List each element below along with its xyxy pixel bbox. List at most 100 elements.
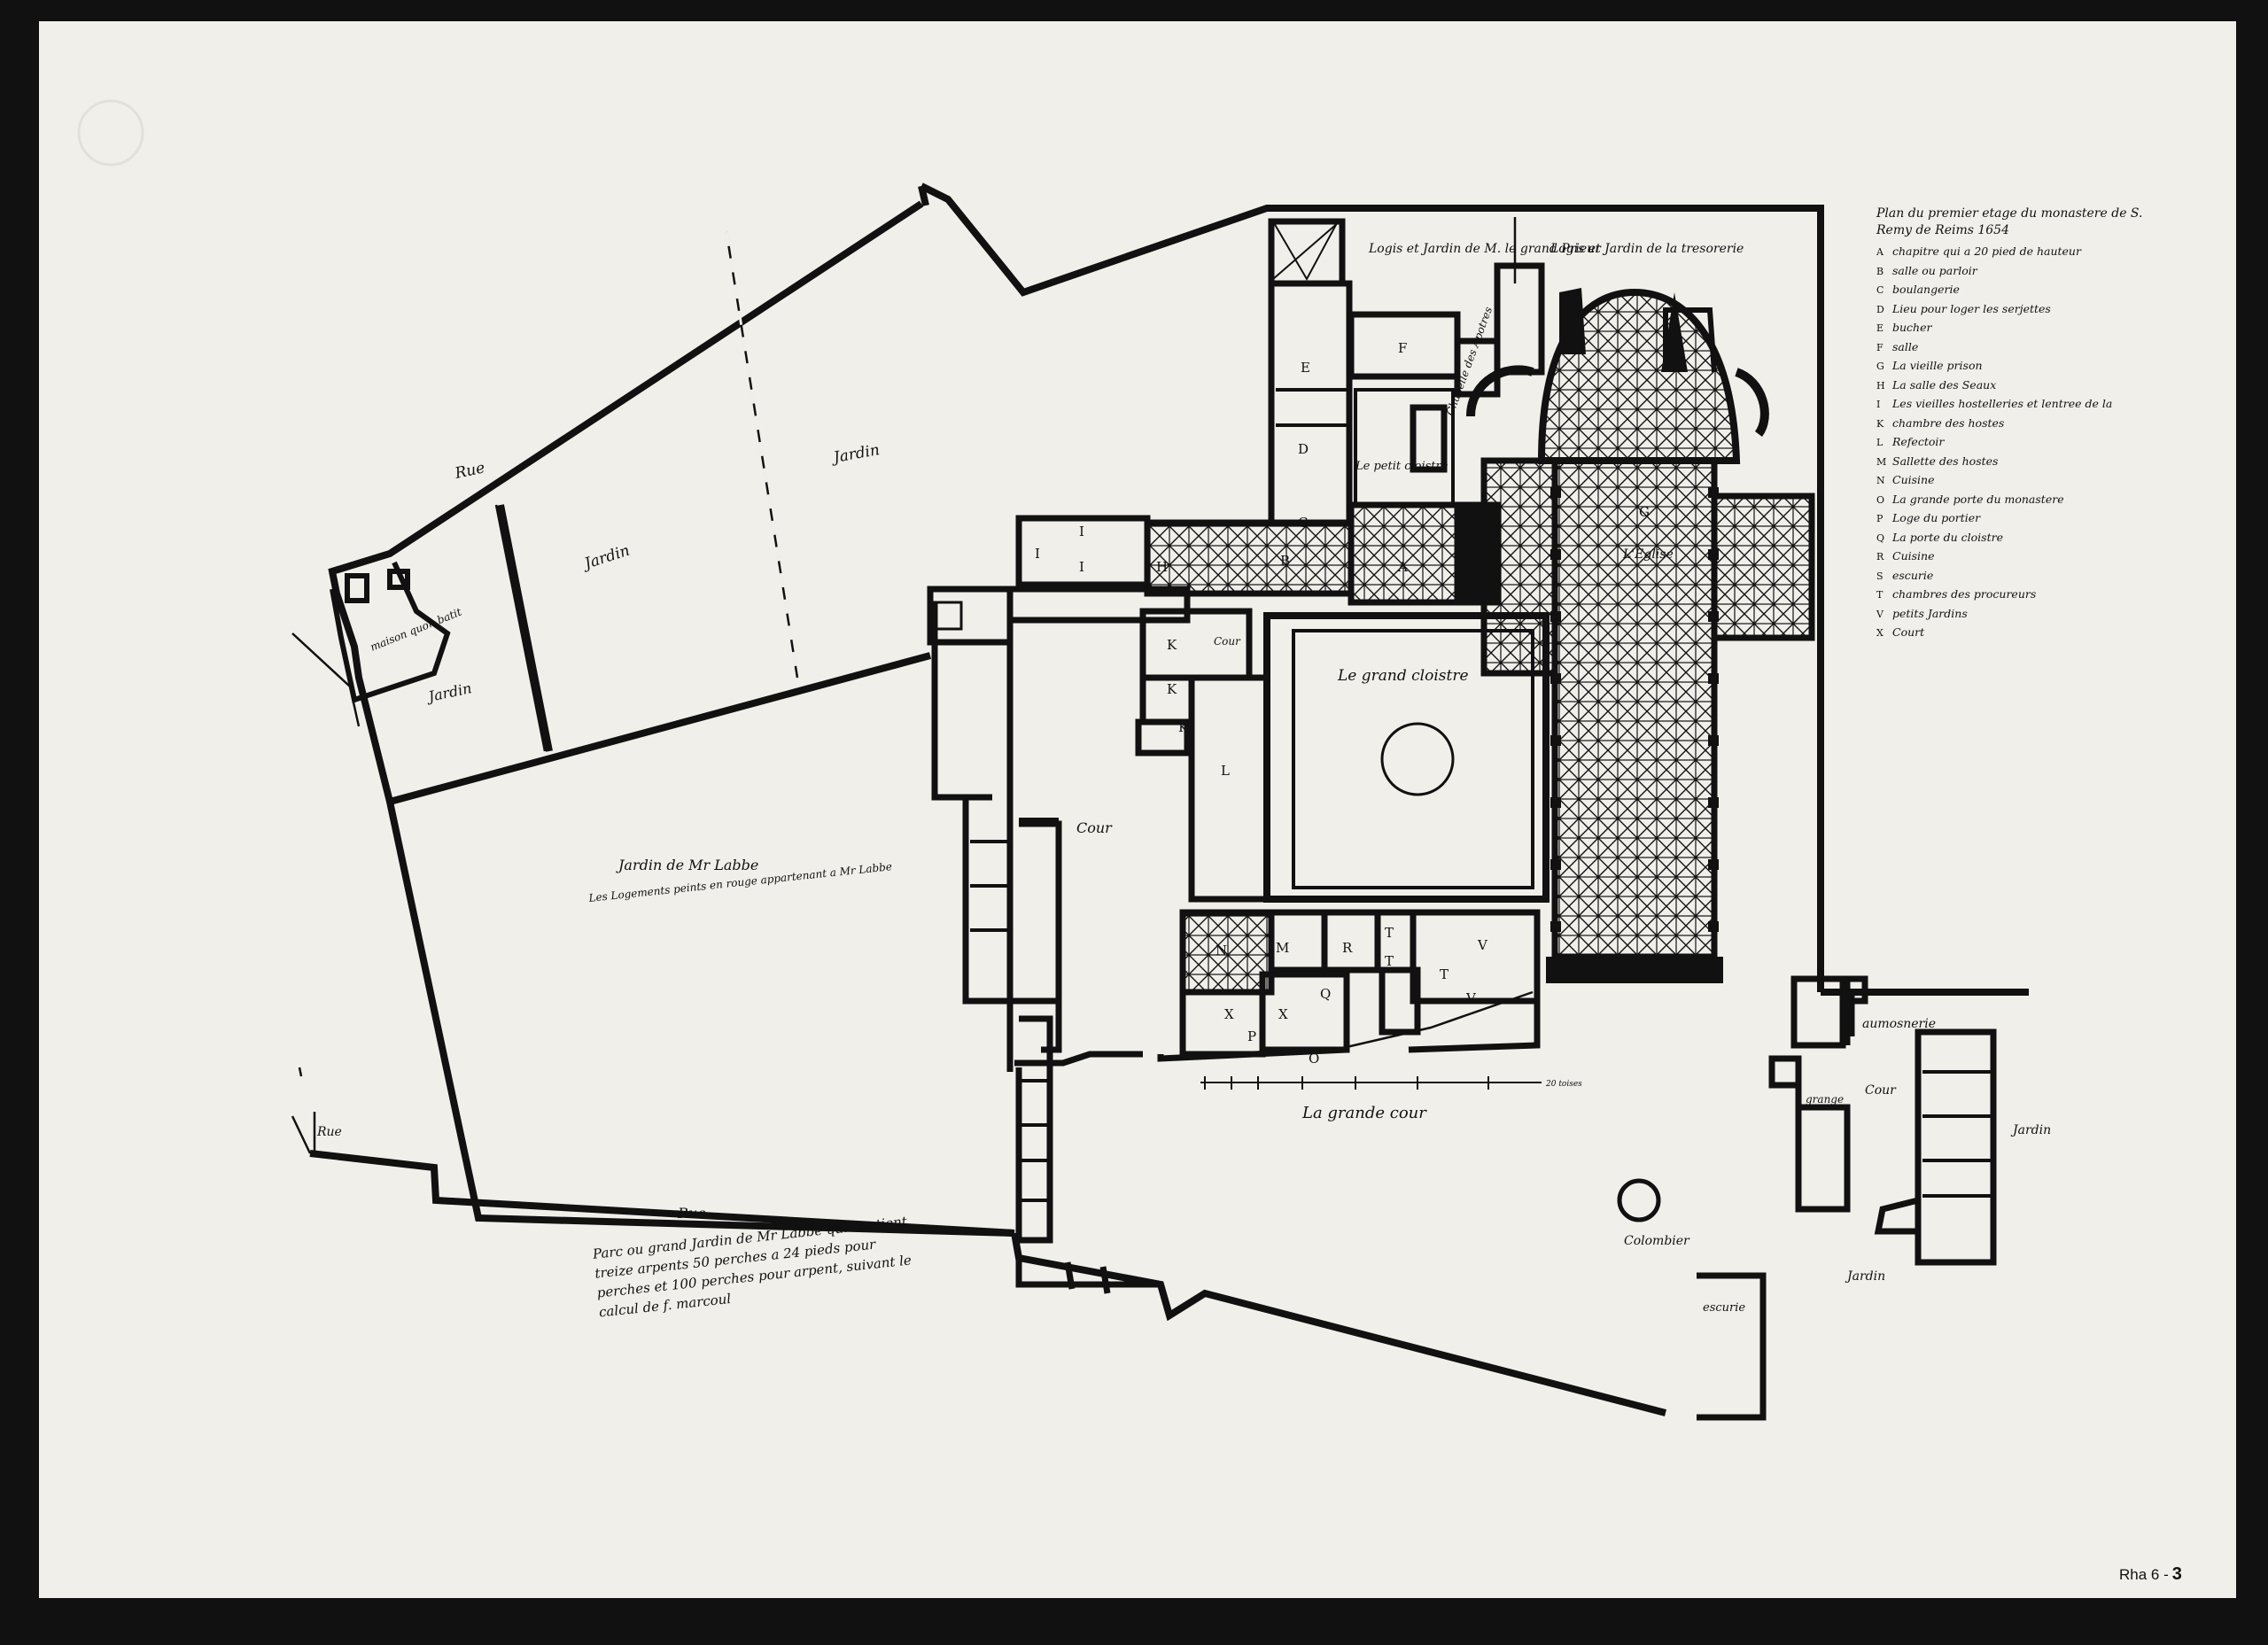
legend-text: La grande porte du monastere <box>1892 492 2064 506</box>
west-wing <box>927 586 1270 1244</box>
legend-key: G <box>1876 361 1884 372</box>
label-eglise: L'Eglise <box>1622 547 1674 562</box>
legend: Plan du premier etage du monastere de S.… <box>1876 206 2169 643</box>
label-logis-tresorier: Logis et Jardin de la tresorerie <box>1550 242 1744 256</box>
legend-key: A <box>1876 246 1884 258</box>
label-jardin-3: Jardin <box>424 679 473 705</box>
sheet-reference: Rha 6 -3 <box>2119 1564 2182 1585</box>
room-letters: A B C D E F G H I I I K K K L M N O P Q … <box>1035 340 1650 1067</box>
room-f: F <box>1398 340 1407 356</box>
legend-text: La vieille prison <box>1892 359 1983 372</box>
legend-text: escurie <box>1892 568 1934 582</box>
label-jardin-bottom: Jardin <box>1845 1269 1885 1284</box>
room-d: D <box>1298 441 1309 457</box>
label-jardin-2: Jardin <box>580 542 633 574</box>
right-outbuildings <box>1697 975 1997 1421</box>
legend-key: E <box>1876 322 1884 334</box>
legend-key: R <box>1876 551 1884 563</box>
label-colombier: Colombier <box>1624 1234 1690 1248</box>
park-note: Parc ou grand Jardin de Mr Labbe qui con… <box>592 1213 913 1321</box>
room-x-2: X <box>1278 1006 1288 1022</box>
stamp-mark <box>77 99 144 167</box>
legend-key: N <box>1876 475 1885 486</box>
legend-item: N Cuisine <box>1876 471 2169 491</box>
legend-key: H <box>1876 379 1885 392</box>
south-wing <box>1157 909 1541 1062</box>
legend-text: Les vieilles hostelleries et lentree de … <box>1892 397 2113 410</box>
room-i-3: I <box>1079 559 1084 575</box>
legend-text: Sallette des hostes <box>1892 454 1999 468</box>
room-a: A <box>1397 559 1408 575</box>
label-aumosnerie: aumosnerie <box>1862 1017 1936 1031</box>
room-i-1: I <box>1035 546 1040 562</box>
legend-item: M Sallette des hostes <box>1876 453 2169 472</box>
room-e: E <box>1301 360 1310 376</box>
room-r: R <box>1342 940 1353 956</box>
legend-text: Loge du portier <box>1892 511 1981 524</box>
label-rue-top: Rue <box>453 459 486 483</box>
legend-text: Lieu pour loger les serjettes <box>1892 301 2051 315</box>
room-t-3: T <box>1440 966 1449 982</box>
label-cour-main: Cour <box>1076 819 1113 836</box>
room-n: N <box>1216 943 1227 958</box>
legend-key: M <box>1876 455 1887 468</box>
church <box>1466 288 1815 983</box>
label-logis-prieur: Logis et Jardin de M. le grand Prieur <box>1368 242 1602 256</box>
legend-title: Plan du premier etage du monastere de S.… <box>1876 206 2143 237</box>
outer-walls <box>309 182 2029 1416</box>
room-t-1: T <box>1385 925 1394 941</box>
legend-text: salle <box>1892 339 1919 353</box>
legend-text: salle ou parloir <box>1892 263 1977 277</box>
park-note-box: Parc ou grand Jardin de Mr Labbe qui con… <box>592 1213 913 1321</box>
legend-key: V <box>1876 608 1884 620</box>
legend-text: petits Jardins <box>1892 606 1968 620</box>
legend-text: chambre des hostes <box>1892 415 2005 430</box>
room-l: L <box>1221 763 1230 779</box>
legend-key: Q <box>1876 532 1885 544</box>
place-labels: Rue Jardin Jardin Jardin maison quon bat… <box>316 242 2051 1315</box>
label-escurie: escurie <box>1703 1301 1745 1315</box>
label-cour-right: Cour <box>1865 1083 1897 1098</box>
label-grange: grange <box>1806 1093 1844 1106</box>
room-g: G <box>1639 504 1650 520</box>
legend-text: Cuisine <box>1892 549 1935 563</box>
legend-key: L <box>1876 437 1884 448</box>
legend-text: bucher <box>1892 321 1932 334</box>
house-left <box>330 561 451 703</box>
room-v-1: V <box>1477 937 1488 953</box>
room-i-2: I <box>1079 524 1084 539</box>
legend-text: La porte du cloistre <box>1892 530 2003 544</box>
label-rue-left: Rue <box>316 1125 342 1139</box>
room-c: C <box>1298 515 1308 531</box>
scale-bar <box>1200 1076 1542 1090</box>
legend-key: T <box>1876 589 1884 601</box>
ref-number: 3 <box>2171 1564 2182 1584</box>
legend-key: P <box>1876 513 1884 524</box>
label-grande-cour: La grande cour <box>1301 1104 1427 1122</box>
legend-item: L Refectoir <box>1876 433 2169 453</box>
legend-text: chapitre qui a 20 pied de hauteur <box>1892 244 2081 258</box>
gate-building <box>1015 1258 1161 1294</box>
legend-text: Refectoir <box>1892 435 1945 448</box>
label-grand-cloistre: Le grand cloistre <box>1337 667 1469 685</box>
room-v-2: V <box>1465 990 1477 1006</box>
legend-text: Cuisine <box>1892 473 1935 486</box>
ref-text: Rha 6 - <box>2119 1566 2169 1583</box>
legend-key: C <box>1876 284 1884 296</box>
legend-item: G La vieille prison <box>1876 357 2169 376</box>
legend-key: X <box>1876 627 1884 639</box>
room-t-2: T <box>1385 953 1394 969</box>
room-k-2: K <box>1167 681 1177 697</box>
